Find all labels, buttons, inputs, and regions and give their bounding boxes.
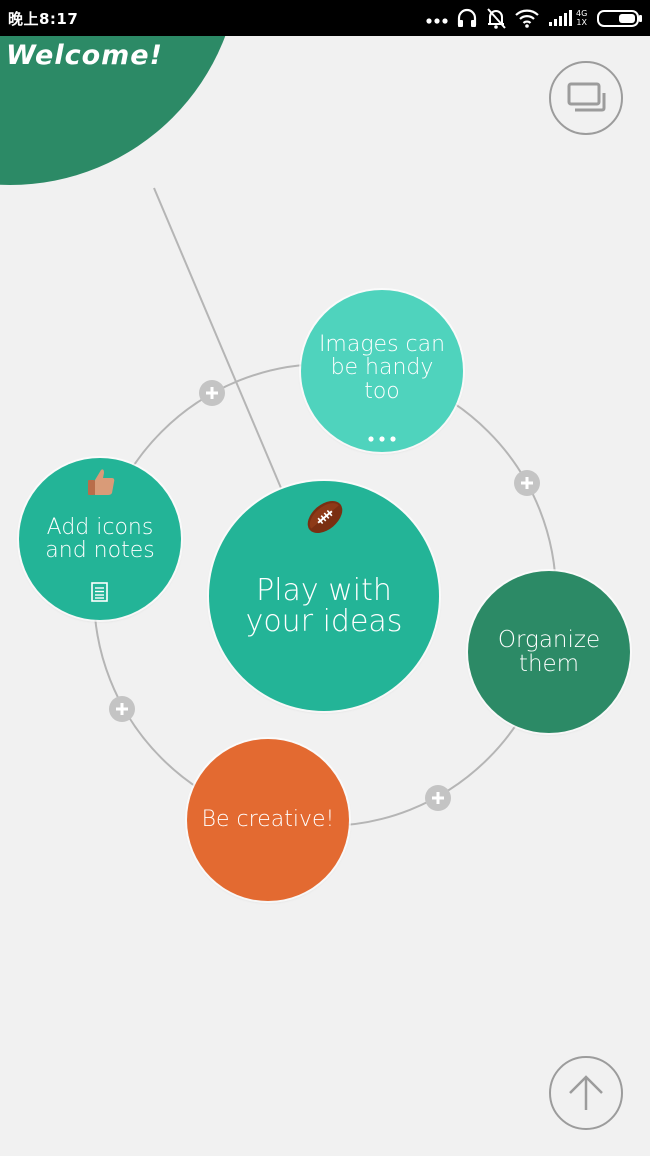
node-add-icons-notes[interactable]: Add icons and notes bbox=[19, 458, 181, 620]
presentation-button[interactable] bbox=[549, 61, 623, 135]
network-type: 4G 1X bbox=[576, 0, 587, 36]
node-be-creative[interactable]: Be creative! bbox=[187, 739, 349, 901]
status-bar: 晚上8:17 4G 1X bbox=[0, 0, 650, 36]
node-label: Be creative! bbox=[201, 807, 335, 833]
headphones-icon bbox=[456, 0, 478, 36]
add-node-button[interactable] bbox=[514, 470, 540, 496]
more-dots-icon[interactable] bbox=[367, 429, 397, 448]
plus-icon bbox=[206, 387, 218, 399]
battery-icon bbox=[597, 0, 643, 36]
welcome-title: Welcome! bbox=[6, 40, 163, 71]
thumbs-up-icon bbox=[85, 466, 117, 502]
wifi-icon bbox=[514, 0, 540, 36]
node-play-with-ideas[interactable]: Play with your ideas bbox=[209, 481, 439, 711]
slides-icon bbox=[567, 82, 606, 112]
more-dots-icon bbox=[426, 0, 448, 36]
network-label-top: 4G bbox=[576, 9, 588, 18]
scroll-up-button[interactable] bbox=[549, 1056, 623, 1130]
football-icon bbox=[303, 495, 347, 543]
node-label: Images can be handy too bbox=[318, 332, 446, 404]
node-organize-them[interactable]: Organize them bbox=[468, 571, 630, 733]
status-time: 晚上8:17 bbox=[8, 10, 79, 28]
add-node-button[interactable] bbox=[199, 380, 225, 406]
add-node-button[interactable] bbox=[425, 785, 451, 811]
network-label-bottom: 1X bbox=[576, 18, 587, 27]
node-label: Add icons and notes bbox=[45, 514, 155, 563]
mind-map-canvas[interactable]: Welcome! Play with your ideas Images can… bbox=[0, 36, 650, 1156]
node-images-handy[interactable]: Images can be handy too bbox=[301, 290, 463, 452]
plus-icon bbox=[432, 792, 444, 804]
mute-bell-icon bbox=[485, 0, 507, 36]
plus-icon bbox=[521, 477, 533, 489]
node-label: Play with your ideas bbox=[245, 572, 403, 639]
plus-icon bbox=[116, 703, 128, 715]
add-node-button[interactable] bbox=[109, 696, 135, 722]
note-icon[interactable] bbox=[91, 582, 109, 606]
node-label: Organize them bbox=[497, 626, 601, 677]
arrow-up-icon bbox=[569, 1075, 603, 1110]
signal-icon bbox=[548, 0, 574, 36]
